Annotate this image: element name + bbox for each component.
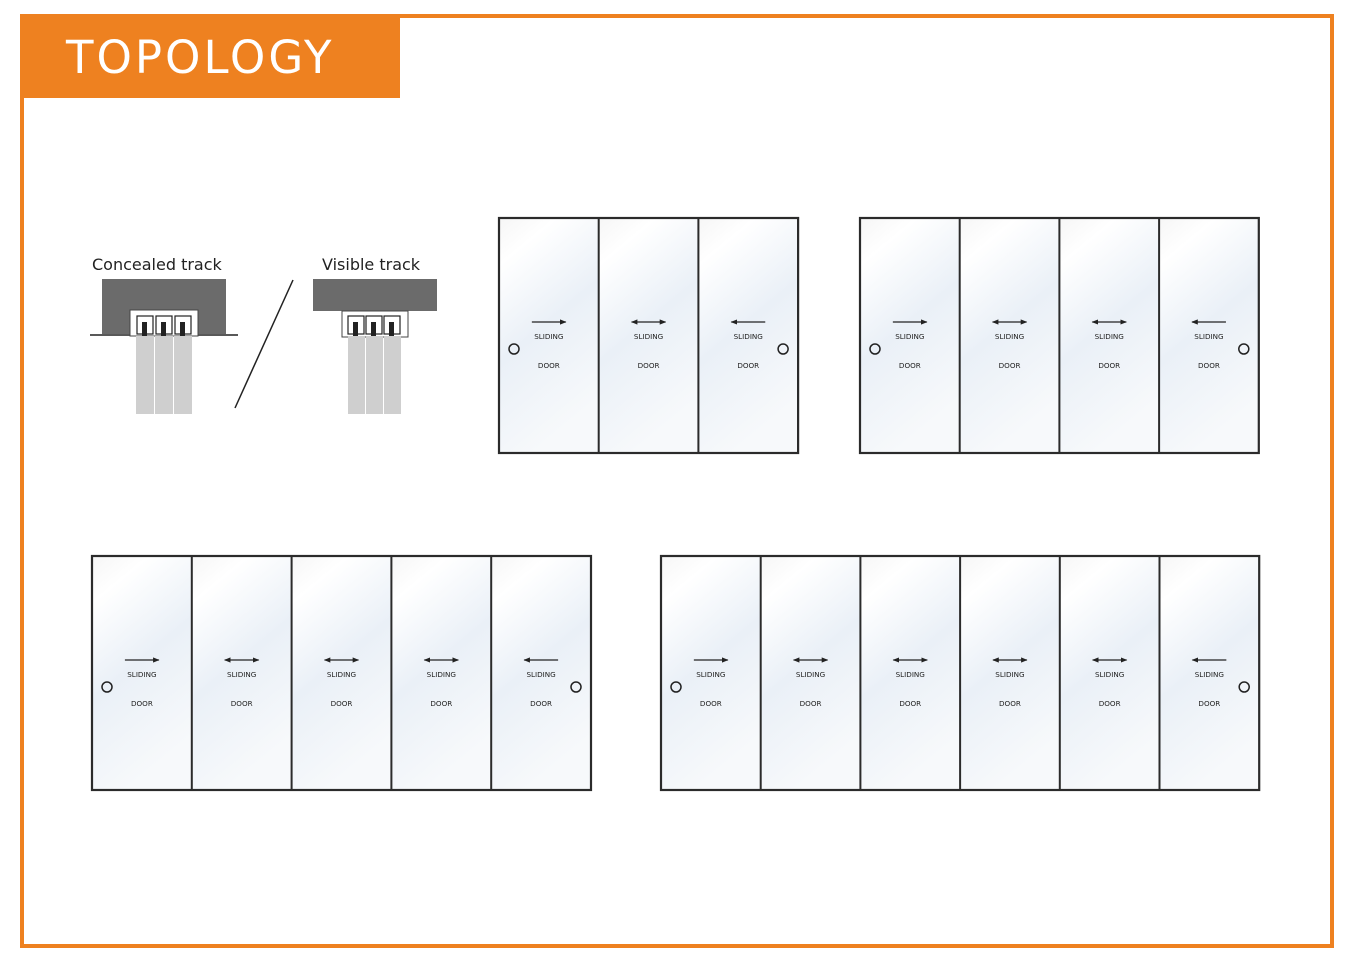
door-label: DOOR: [899, 699, 921, 708]
sliding-label: SLIDING: [1194, 332, 1223, 341]
door-frame: [497, 216, 800, 455]
glass-panel: [698, 218, 799, 453]
visible-track-diagram: [313, 279, 437, 414]
door-label: DOOR: [131, 699, 153, 708]
page-title: TOPOLOGY: [66, 31, 335, 84]
sliding-label: SLIDING: [896, 670, 925, 679]
roller-stem: [142, 322, 147, 336]
title-banner: [24, 18, 400, 98]
door-label: DOOR: [737, 361, 759, 370]
glass-panel: [860, 556, 961, 790]
door-label: DOOR: [1198, 361, 1220, 370]
door-label: DOOR: [331, 699, 353, 708]
door-frame: [858, 216, 1260, 455]
sliding-label: SLIDING: [796, 670, 825, 679]
roller-stem: [353, 322, 358, 336]
sliding-label: SLIDING: [634, 332, 663, 341]
glass-panel: [760, 556, 861, 790]
glass-panel: [391, 556, 492, 790]
glass-panel: [1159, 556, 1260, 790]
glass-panel: [959, 218, 1060, 453]
door-configurations: SLIDINGDOORSLIDINGDOORSLIDINGDOORSLIDING…: [90, 216, 1261, 792]
roller-stem: [389, 322, 394, 336]
glass-panel: [960, 556, 1060, 790]
door-handle-icon: [869, 343, 881, 355]
ceiling-block: [313, 279, 437, 311]
sliding-label: SLIDING: [1095, 332, 1124, 341]
door-label: DOOR: [999, 699, 1021, 708]
sliding-label: SLIDING: [734, 332, 763, 341]
door-panel-section: [136, 336, 154, 414]
glass-panel: [291, 556, 392, 790]
sliding-label: SLIDING: [227, 670, 256, 679]
sliding-label: SLIDING: [1195, 670, 1224, 679]
sliding-label: SLIDING: [995, 670, 1024, 679]
door-panel-section: [348, 336, 365, 414]
sliding-label: SLIDING: [995, 332, 1024, 341]
sliding-label: SLIDING: [696, 670, 725, 679]
glass-panel: [1159, 218, 1259, 453]
configuration-4-panel: SLIDING DOOR SLIDING DOOR SLIDING DOOR SLIDING…: [858, 216, 1260, 455]
concealed-track-diagram: [90, 279, 238, 414]
door-label: DOOR: [538, 361, 560, 370]
door-panel-section: [366, 336, 383, 414]
door-handle-icon: [508, 343, 520, 355]
door-handle-icon: [1238, 343, 1250, 355]
door-panel-section: [174, 336, 192, 414]
roller-stem: [161, 322, 166, 336]
door-label: DOOR: [700, 699, 722, 708]
door-handle-icon: [570, 681, 582, 693]
roller-stem: [371, 322, 376, 336]
door-handle-icon: [1238, 681, 1250, 693]
glass-panel: [661, 556, 761, 790]
door-label: DOOR: [1198, 699, 1220, 708]
door-handle-icon: [670, 681, 682, 693]
door-frame: [659, 554, 1261, 792]
glass-panel: [92, 556, 192, 790]
sliding-label: SLIDING: [327, 670, 356, 679]
door-label: DOOR: [530, 699, 552, 708]
concealed-track-label: Concealed track: [92, 255, 222, 274]
sliding-label: SLIDING: [895, 332, 924, 341]
configuration-3-panel: SLIDING DOOR SLIDING DOOR SLIDING DOOR: [497, 216, 800, 455]
sliding-label: SLIDING: [534, 332, 563, 341]
page-frame: [20, 14, 1334, 948]
door-label: DOOR: [430, 699, 452, 708]
glass-panel: [860, 218, 960, 453]
door-label: DOOR: [999, 361, 1021, 370]
door-handle-icon: [101, 681, 113, 693]
configuration-5-panel: SLIDING DOOR SLIDING DOOR SLIDING DOOR SLIDING…: [90, 554, 593, 792]
door-label: DOOR: [1099, 699, 1121, 708]
door-handle-icon: [777, 343, 789, 355]
glass-panel: [191, 556, 292, 790]
glass-panel: [499, 218, 599, 453]
sliding-label: SLIDING: [1095, 670, 1124, 679]
door-label: DOOR: [800, 699, 822, 708]
door-label: DOOR: [899, 361, 921, 370]
door-label: DOOR: [231, 699, 253, 708]
configuration-6-panel: SLIDING DOOR SLIDING DOOR SLIDING DOOR SLIDING…: [659, 554, 1261, 792]
sliding-label: SLIDING: [127, 670, 156, 679]
door-label: DOOR: [1098, 361, 1120, 370]
door-panel-section: [155, 336, 173, 414]
glass-panel: [598, 218, 699, 453]
door-frame: [90, 554, 593, 792]
roller-stem: [180, 322, 185, 336]
door-label: DOOR: [638, 361, 660, 370]
glass-panel: [491, 556, 591, 790]
glass-panel: [1059, 218, 1160, 453]
visible-track-label: Visible track: [322, 255, 421, 274]
glass-panel: [1059, 556, 1160, 790]
sliding-label: SLIDING: [526, 670, 555, 679]
sliding-label: SLIDING: [427, 670, 456, 679]
door-panel-section: [384, 336, 401, 414]
divider-slash: [234, 279, 294, 409]
